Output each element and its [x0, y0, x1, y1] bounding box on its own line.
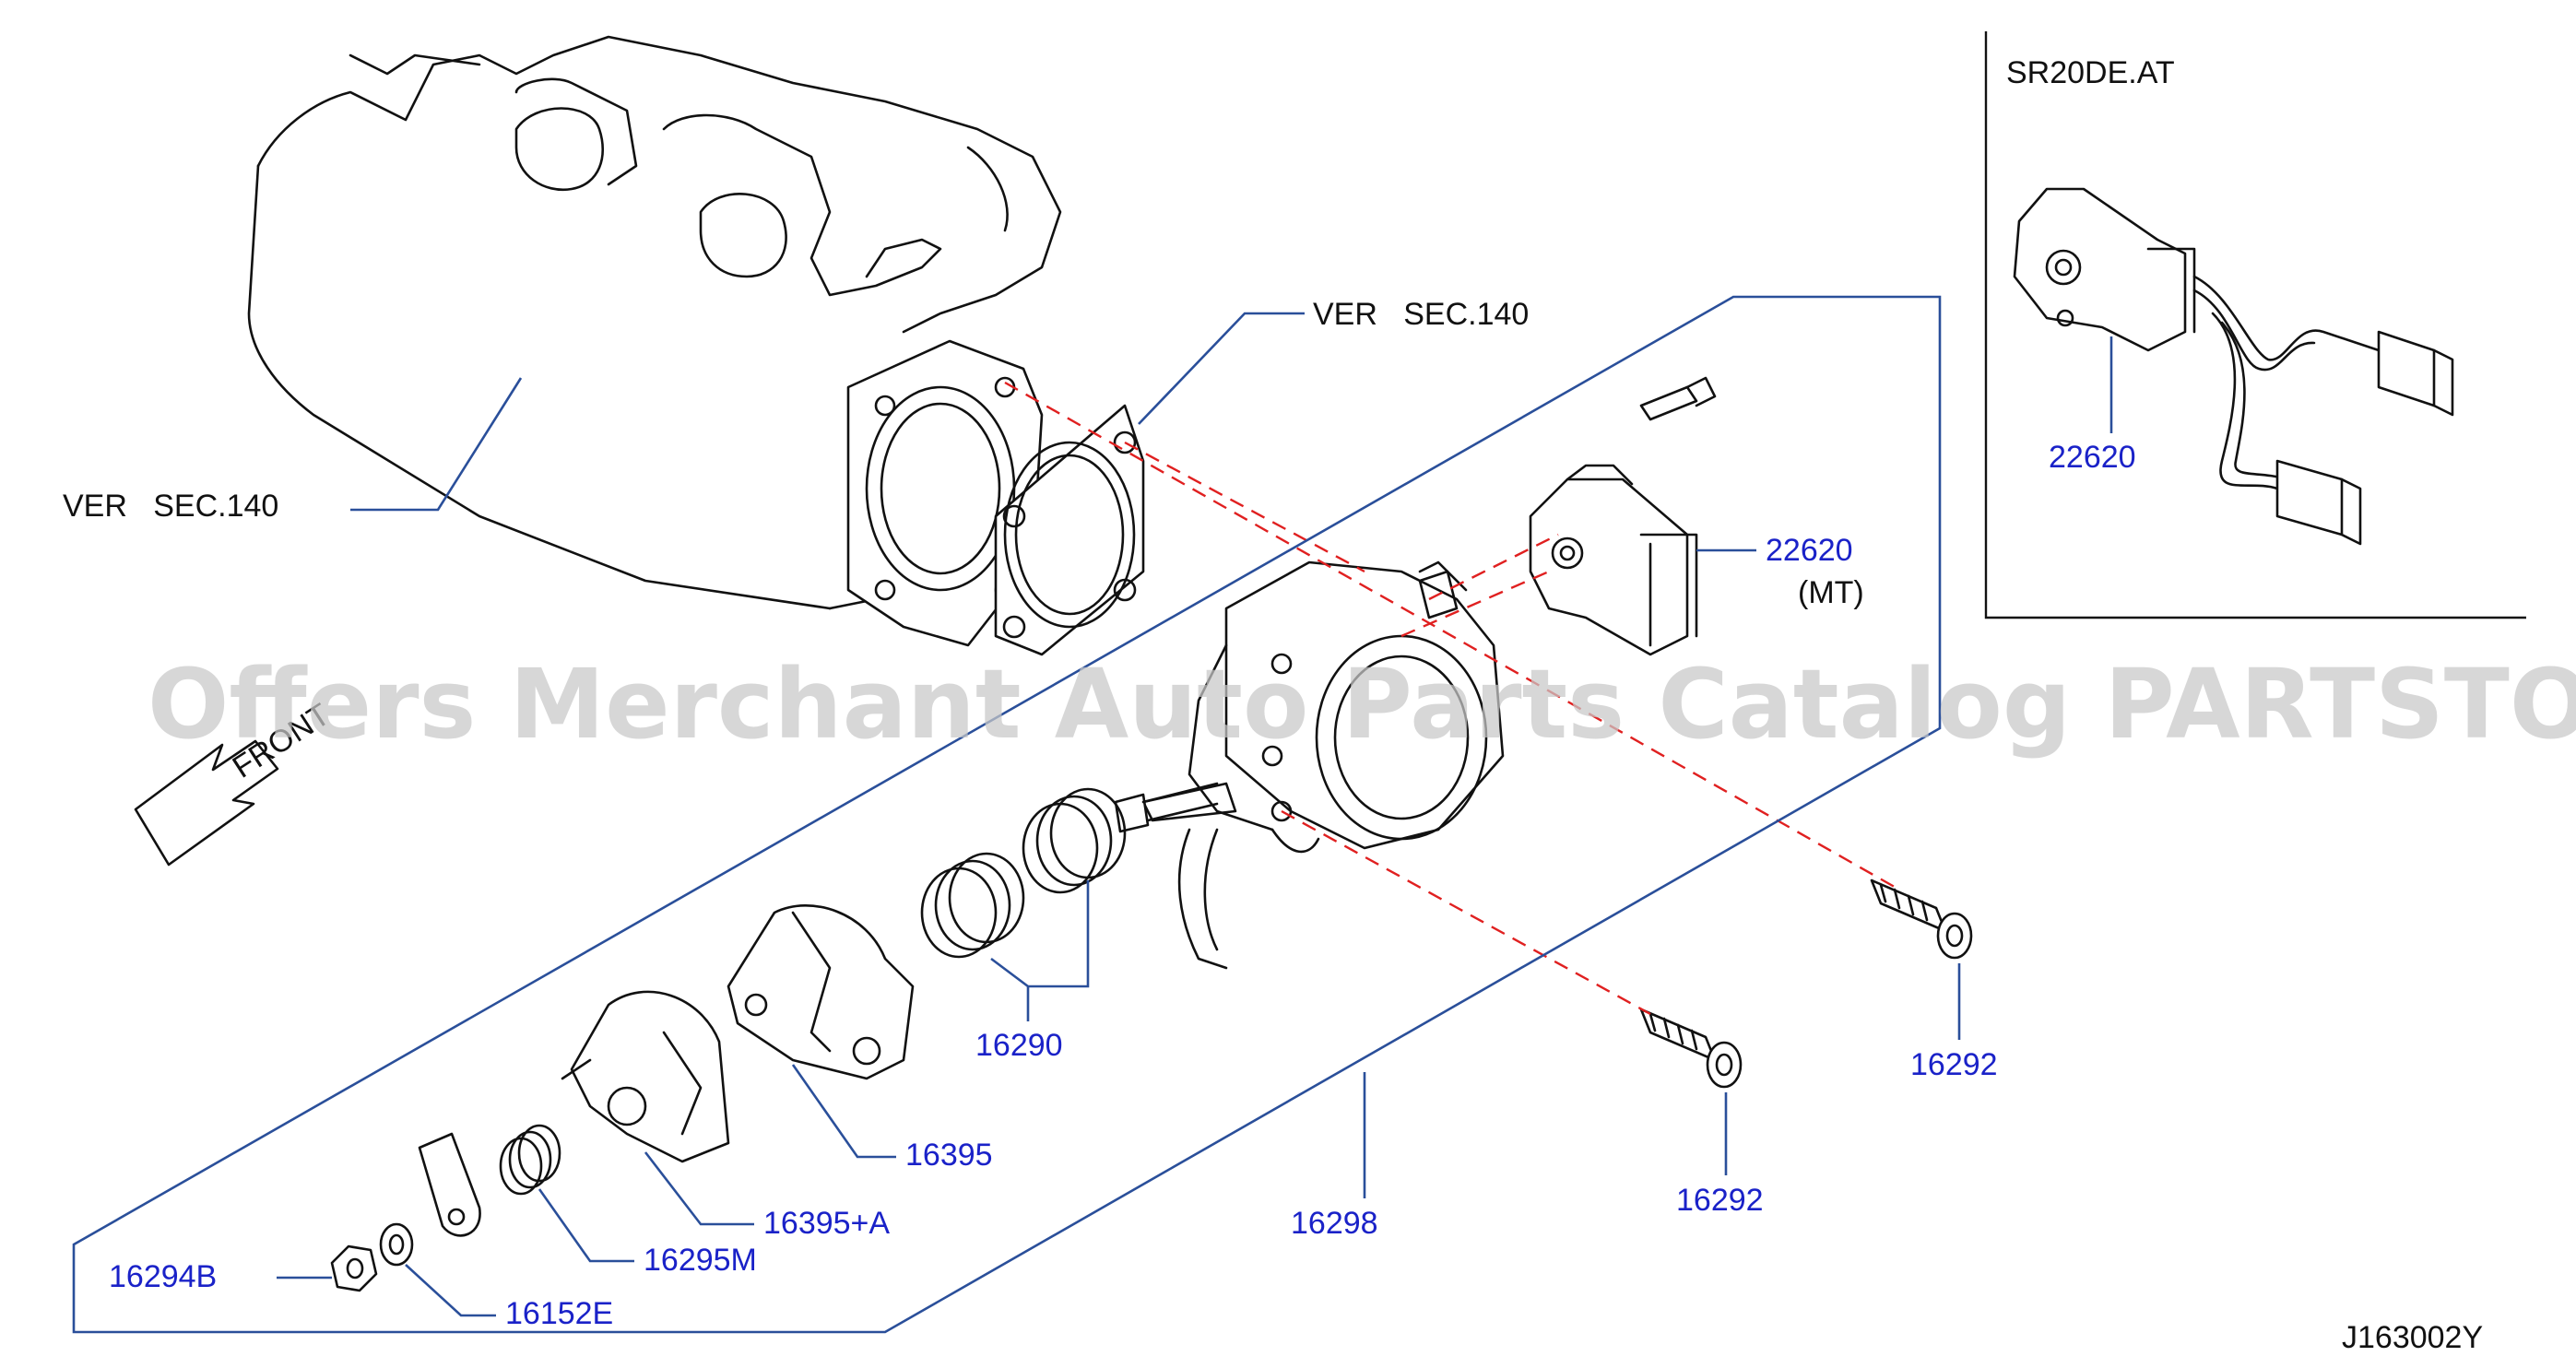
- assembly-frame-16298: [72, 295, 1942, 1334]
- return-springs-drawing: [920, 787, 1127, 959]
- part-label-16295m[interactable]: 16295M: [644, 1243, 757, 1278]
- inset-throttle-sensor-drawing: [2013, 187, 2454, 546]
- section-ref-top-leader: [1138, 312, 1305, 425]
- section-ref-left-leader: [350, 377, 523, 512]
- part-label-16292-upper[interactable]: 16292: [1910, 1047, 1998, 1082]
- washer-16152e-drawing: [379, 1222, 414, 1267]
- part-label-16395[interactable]: 16395: [905, 1138, 993, 1173]
- part-label-16290[interactable]: 16290: [975, 1028, 1063, 1063]
- watermark: Offers Merchant Auto Parts Catalog PARTS…: [148, 648, 2576, 761]
- inset-title: SR20DE.AT: [2006, 55, 2175, 90]
- diagram-code: J163002Y: [2342, 1320, 2483, 1355]
- throttle-gasket-drawing: [994, 404, 1145, 656]
- screw-16292-lower-drawing: [1639, 1008, 1743, 1089]
- part-label-16294b[interactable]: 16294B: [109, 1259, 217, 1294]
- spring-16295m-drawing: [499, 1124, 561, 1196]
- section-ref-left: VER SEC.140: [63, 489, 278, 524]
- section-ref-top: VER SEC.140: [1313, 297, 1529, 332]
- throttle-drum-16395-drawing: [727, 904, 915, 1080]
- intake-manifold-drawing: [247, 35, 1062, 647]
- stopper-plate-drawing: [418, 1132, 481, 1237]
- part-note: (MT): [1798, 575, 1864, 610]
- part-label-16298[interactable]: 16298: [1291, 1206, 1378, 1241]
- assembly-lines: [1004, 381, 1900, 1016]
- part-label-16292-lower[interactable]: 16292: [1676, 1183, 1764, 1218]
- throttle-lever-16395a-drawing: [561, 990, 730, 1163]
- throttle-body-drawing: [1141, 560, 1505, 970]
- throttle-sensor-mt-drawing: [1529, 376, 1717, 656]
- part-label-22620-at[interactable]: 22620: [2049, 440, 2136, 475]
- front-arrow-icon: [134, 739, 279, 867]
- screw-16292-upper-drawing: [1870, 879, 1973, 960]
- part-label-22620-mt[interactable]: 22620 (MT): [1766, 533, 1864, 610]
- nut-16294b-drawing: [330, 1244, 378, 1292]
- inset-box: [1984, 31, 2526, 619]
- part-number[interactable]: 22620: [1766, 533, 1853, 568]
- part-label-16395a[interactable]: 16395+A: [763, 1206, 890, 1241]
- part-label-16152e[interactable]: 16152E: [505, 1296, 613, 1331]
